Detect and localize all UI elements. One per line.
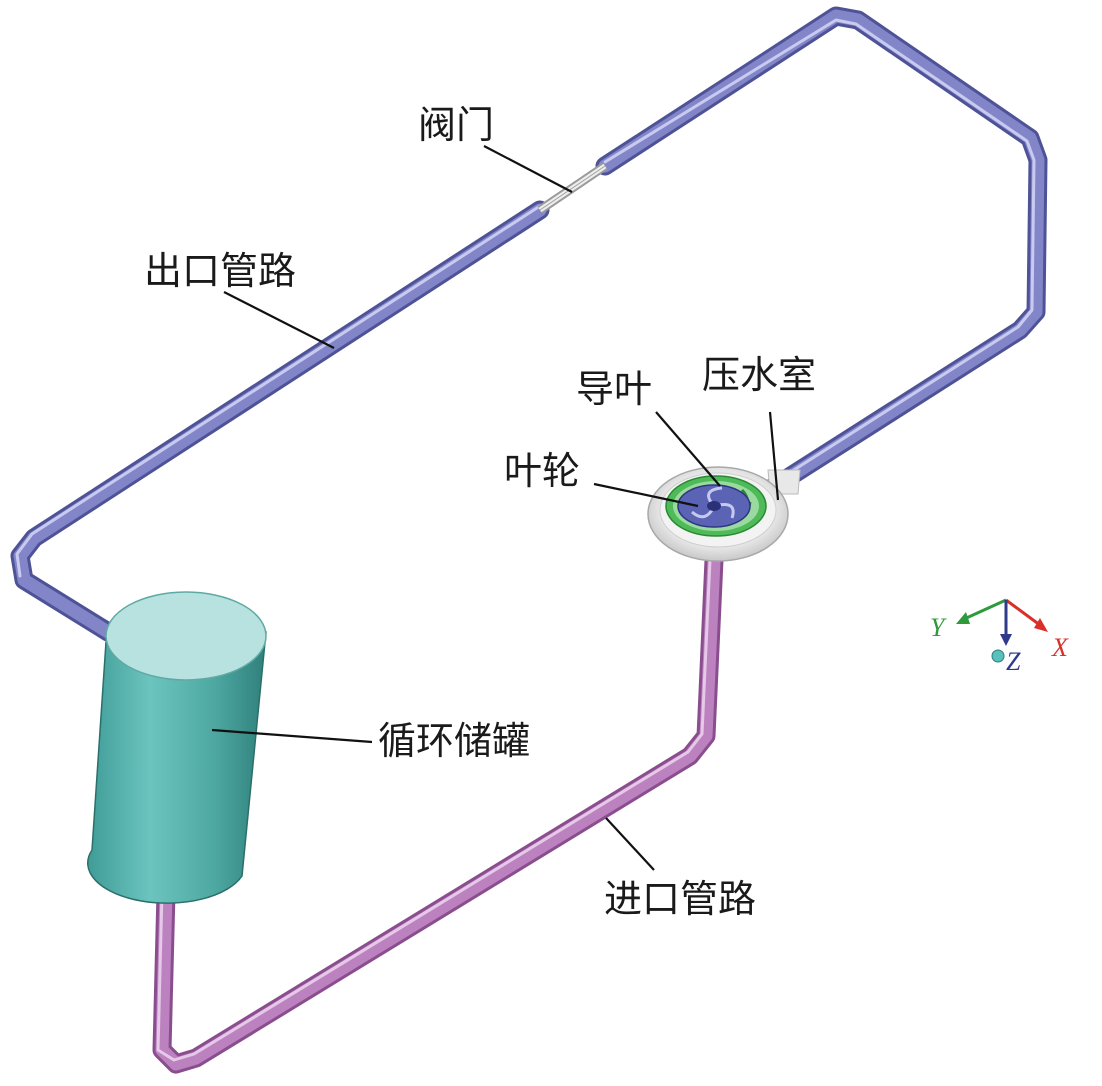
axis-label-z: Z <box>1006 647 1021 676</box>
axis-label-y: Y <box>930 613 947 642</box>
leader-lines <box>211 145 780 871</box>
circulation-tank <box>87 591 267 904</box>
label-outlet-pipe: 出口管路 <box>144 249 296 293</box>
inlet-pipe <box>152 550 724 1074</box>
pump <box>647 466 801 562</box>
label-guide-vane: 导叶 <box>576 367 652 411</box>
label-inlet-pipe: 进口管路 <box>604 877 756 921</box>
label-valve: 阀门 <box>418 103 494 147</box>
label-tank: 循环储罐 <box>378 719 530 763</box>
label-volute: 压水室 <box>702 353 816 397</box>
axis-triad: X Y Z <box>930 598 1069 676</box>
outlet-pipe <box>10 6 1048 642</box>
axis-label-x: X <box>1051 633 1069 662</box>
label-impeller: 叶轮 <box>504 449 580 493</box>
valve <box>537 162 608 214</box>
